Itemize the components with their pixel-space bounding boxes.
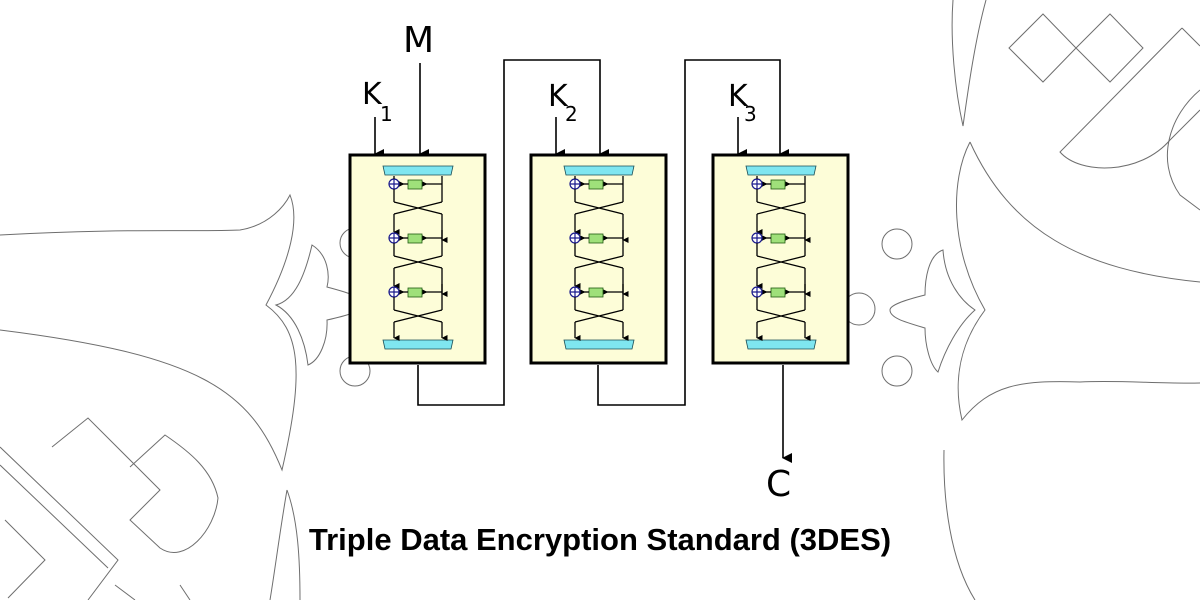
connections bbox=[417, 59, 792, 463]
f-function-box bbox=[407, 179, 423, 190]
feistel-round bbox=[751, 230, 811, 297]
xor-plus bbox=[389, 179, 399, 189]
swap-cross bbox=[393, 255, 443, 269]
ornament-right-flower bbox=[889, 249, 976, 373]
f-function-box bbox=[588, 287, 604, 298]
feistel-round bbox=[569, 284, 629, 341]
key-letter: K bbox=[362, 77, 383, 112]
ornament-right-bar bbox=[1059, 27, 1200, 169]
swap-cross bbox=[393, 201, 443, 215]
initial-permutation-bar bbox=[382, 165, 454, 176]
des-block bbox=[348, 153, 487, 365]
xor-plus bbox=[570, 179, 580, 189]
key-letter: K bbox=[728, 79, 749, 114]
final-permutation-bar bbox=[745, 339, 817, 350]
swap-cross bbox=[393, 309, 443, 323]
feistel-round bbox=[388, 230, 448, 297]
ornament-right-curve bbox=[1166, 89, 1200, 211]
ornament-right-diamonds bbox=[1008, 13, 1144, 83]
stage1-to-stage2-wire bbox=[417, 59, 609, 406]
xor-plus bbox=[389, 287, 399, 297]
f-function-box bbox=[770, 287, 786, 298]
key-subscript: 2 bbox=[565, 102, 578, 126]
des-block bbox=[711, 153, 850, 365]
swap-cross bbox=[756, 201, 806, 215]
diagram-title: Triple Data Encryption Standard (3DES) bbox=[309, 522, 891, 557]
output-label-c: C bbox=[766, 464, 791, 505]
key-subscript: 3 bbox=[744, 102, 757, 126]
initial-permutation-bar bbox=[563, 165, 635, 176]
ornament-circle bbox=[881, 228, 913, 260]
initial-permutation-bar bbox=[745, 165, 817, 176]
ornament-left-glyph-bar bbox=[4, 519, 191, 600]
xor-plus bbox=[752, 233, 762, 243]
des-stage-2 bbox=[529, 117, 668, 365]
f-function-box bbox=[588, 179, 604, 190]
final-permutation-bar bbox=[563, 339, 635, 350]
f-function-box bbox=[407, 233, 423, 244]
ornament-right-lobe bbox=[955, 141, 1200, 422]
ornament-circle bbox=[881, 355, 913, 387]
key-letter: K bbox=[548, 79, 569, 114]
f-function-box bbox=[407, 287, 423, 298]
ornament-left-glyph bbox=[0, 417, 219, 600]
swap-cross bbox=[574, 309, 624, 323]
xor-plus bbox=[570, 233, 580, 243]
key-label-3: K 3 bbox=[728, 79, 757, 126]
feistel-round bbox=[751, 284, 811, 341]
xor-plus bbox=[752, 287, 762, 297]
key-label-1: K 1 bbox=[362, 77, 393, 126]
xor-plus bbox=[570, 287, 580, 297]
f-function-box bbox=[770, 179, 786, 190]
swap-cross bbox=[574, 255, 624, 269]
des-stages bbox=[348, 117, 850, 365]
f-function-box bbox=[770, 233, 786, 244]
feistel-round bbox=[388, 176, 448, 243]
f-function-box bbox=[588, 233, 604, 244]
xor-plus bbox=[752, 179, 762, 189]
ornament-right-stroke bbox=[951, 0, 987, 127]
key-label-2: K 2 bbox=[548, 79, 578, 126]
des-stage-1 bbox=[348, 117, 487, 365]
swap-cross bbox=[756, 309, 806, 323]
ornament-left-lobe bbox=[0, 193, 297, 472]
des-block bbox=[529, 153, 668, 365]
des-stage-3 bbox=[711, 117, 850, 365]
xor-plus bbox=[389, 233, 399, 243]
final-permutation-bar bbox=[382, 339, 454, 350]
ornament-left-stroke bbox=[269, 489, 301, 600]
feistel-round bbox=[569, 230, 629, 297]
feistel-round bbox=[388, 284, 448, 341]
swap-cross bbox=[756, 255, 806, 269]
ornament-right-stroke-low bbox=[943, 449, 976, 600]
stage2-to-stage3-wire bbox=[597, 59, 789, 406]
input-label-m: M bbox=[403, 20, 434, 61]
key-subscript: 1 bbox=[380, 102, 393, 126]
swap-cross bbox=[574, 201, 624, 215]
